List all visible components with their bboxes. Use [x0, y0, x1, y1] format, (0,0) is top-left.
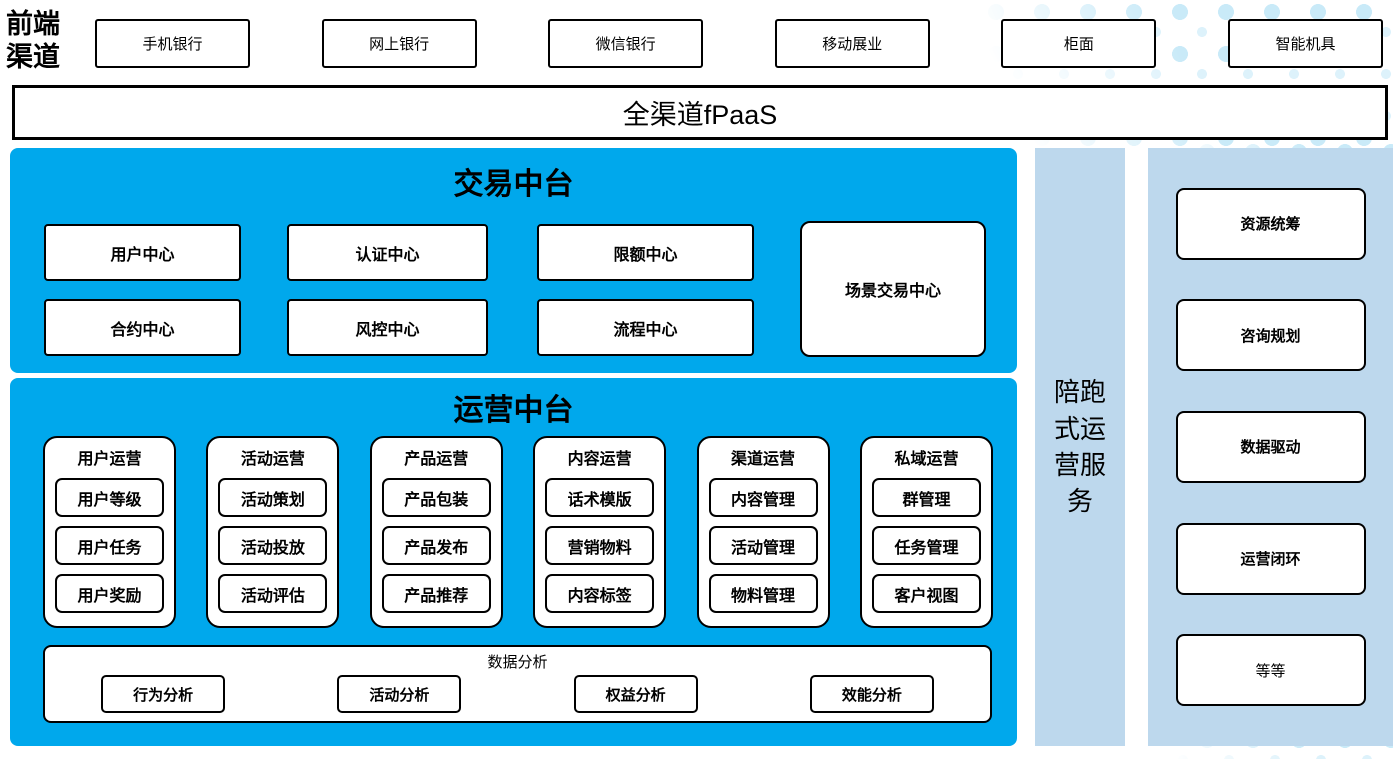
data-analysis-box: 数据分析 行为分析 活动分析 权益分析 效能分析 — [43, 645, 992, 723]
channel-box-mobile-business: 移动展业 — [774, 19, 930, 68]
frontend-channels-label: 前端渠道 — [6, 9, 60, 72]
operation-platform-panel: 运营中台 用户运营 用户等级 用户任务 用户奖励 活动运营 活动策划 活动投放 … — [10, 378, 1017, 746]
op-group-item: 用户等级 — [55, 478, 164, 517]
transaction-platform-title: 交易中台 — [453, 168, 574, 201]
op-group-header: 产品运营 — [404, 451, 469, 468]
service-item-data-driven: 数据驱动 — [1175, 410, 1366, 483]
op-group-item: 内容标签 — [545, 574, 655, 613]
channel-box-wechat-banking: 微信银行 — [548, 19, 704, 68]
op-group-item: 物料管理 — [708, 574, 818, 613]
op-group-item: 活动策划 — [218, 478, 328, 517]
channels-row: 手机银行 网上银行 微信银行 移动展业 柜面 智能机具 — [95, 19, 1383, 68]
op-group-item: 营销物料 — [545, 526, 655, 565]
channel-box-mobile-banking: 手机银行 — [95, 19, 250, 68]
fpaas-bar: 全渠道fPaaS — [12, 85, 1388, 140]
scenario-transaction-center-box: 场景交易中心 — [800, 221, 986, 357]
op-group-header: 内容运营 — [567, 451, 632, 468]
op-group-header: 渠道运营 — [731, 451, 796, 468]
contract-center-box: 合约中心 — [44, 299, 241, 356]
op-group-channel: 渠道运营 内容管理 活动管理 物料管理 — [696, 436, 830, 628]
op-group-item: 活动投放 — [218, 526, 328, 565]
op-group-item: 产品推荐 — [381, 574, 491, 613]
transaction-platform-panel: 交易中台 用户中心 认证中心 限额中心 合约中心 风控中心 流程中心 场景交易中… — [10, 148, 1017, 373]
analysis-item-activity: 活动分析 — [337, 675, 462, 713]
analysis-item-benefit: 权益分析 — [573, 675, 698, 713]
process-center-box: 流程中心 — [537, 299, 754, 356]
channel-box-online-banking: 网上银行 — [321, 19, 477, 68]
auth-center-box: 认证中心 — [287, 224, 488, 281]
op-group-item: 用户奖励 — [55, 574, 164, 613]
op-group-header: 私域运营 — [894, 451, 959, 468]
op-group-item: 任务管理 — [871, 526, 981, 565]
operation-platform-title: 运营中台 — [453, 394, 574, 427]
service-panel: 资源统筹 咨询规划 数据驱动 运营闭环 等等 — [1148, 148, 1393, 746]
op-group-item: 产品发布 — [381, 526, 491, 565]
op-group-private-domain: 私域运营 群管理 任务管理 客户视图 — [859, 436, 993, 628]
service-item-resource-coordination: 资源统筹 — [1175, 187, 1366, 260]
user-center-box: 用户中心 — [44, 224, 241, 281]
op-group-item: 内容管理 — [708, 478, 818, 517]
op-group-header: 活动运营 — [240, 451, 305, 468]
risk-center-box: 风控中心 — [287, 299, 488, 356]
service-item-etc: 等等 — [1175, 634, 1366, 707]
op-group-item: 活动管理 — [708, 526, 818, 565]
analysis-item-behavior: 行为分析 — [101, 675, 226, 713]
service-item-consulting-planning: 咨询规划 — [1175, 299, 1366, 372]
op-group-item: 活动评估 — [218, 574, 328, 613]
op-group-activity: 活动运营 活动策划 活动投放 活动评估 — [206, 436, 340, 628]
channel-box-counter: 柜面 — [1001, 19, 1157, 68]
op-group-content: 内容运营 话术模版 营销物料 内容标签 — [533, 436, 667, 628]
channel-box-smart-machine: 智能机具 — [1227, 19, 1383, 68]
op-group-item: 用户任务 — [55, 526, 164, 565]
data-analysis-row: 行为分析 活动分析 权益分析 效能分析 — [45, 675, 990, 713]
data-analysis-title: 数据分析 — [487, 654, 548, 671]
op-group-user: 用户运营 用户等级 用户任务 用户奖励 — [43, 436, 176, 628]
service-item-operation-loop: 运营闭环 — [1175, 522, 1366, 595]
op-group-item: 产品包装 — [381, 478, 491, 517]
analysis-item-efficiency: 效能分析 — [809, 675, 934, 713]
op-group-product: 产品运营 产品包装 产品发布 产品推荐 — [369, 436, 503, 628]
operation-groups-row: 用户运营 用户等级 用户任务 用户奖励 活动运营 活动策划 活动投放 活动评估 … — [43, 436, 993, 628]
companion-service-label: 陪跑式运营服务 — [1053, 377, 1106, 517]
op-group-header: 用户运营 — [77, 451, 142, 468]
op-group-item: 客户视图 — [871, 574, 981, 613]
op-group-item: 话术模版 — [545, 478, 655, 517]
companion-service-bar: 陪跑式运营服务 — [1035, 148, 1125, 746]
limit-center-box: 限额中心 — [537, 224, 754, 281]
op-group-item: 群管理 — [871, 478, 981, 517]
